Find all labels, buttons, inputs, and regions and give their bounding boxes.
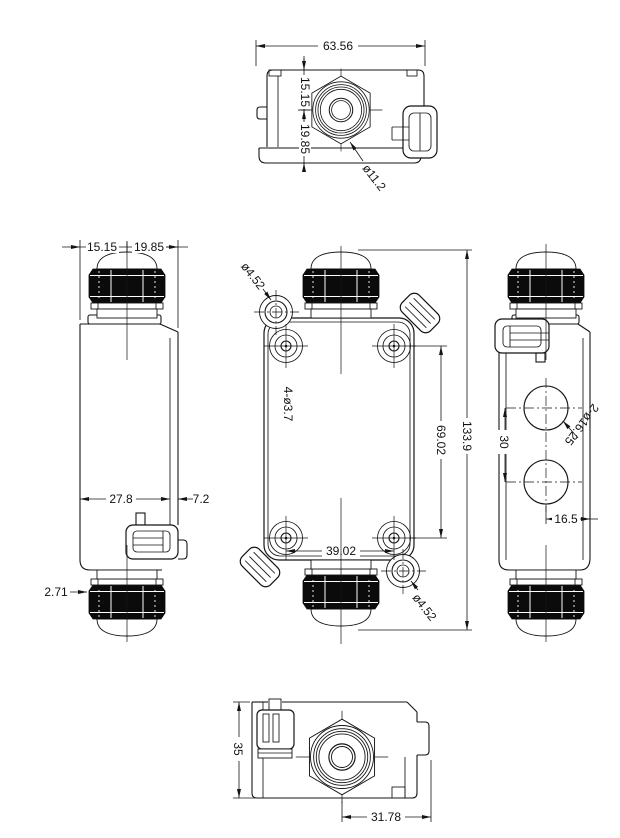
dim-text-left-step: 2.71	[44, 585, 68, 599]
bottom-view-latch	[256, 698, 295, 759]
dim-text-left-offset-b: 19.85	[134, 240, 164, 254]
right-view: 2-ø16.25 30 16.5	[494, 244, 602, 642]
right-view-knockouts	[506, 378, 582, 512]
top-view-body	[256, 69, 425, 164]
dim-left-offsets: 15.15 19.85	[62, 240, 188, 328]
dim-left-flange-step: 2.71	[44, 585, 87, 599]
left-view-latch	[125, 512, 188, 560]
dim-top-cable-bore: ø11.2	[349, 141, 389, 194]
left-view-body	[79, 314, 179, 571]
dim-text-front-ear-top: ø4.52	[238, 260, 268, 293]
left-view: 15.15 19.85 27.8 7.2 2.71	[44, 240, 210, 642]
dim-text-right-offset: 16.5	[554, 512, 578, 526]
top-view: 63.56 15.15 19.85 ø11.2	[255, 39, 438, 194]
dim-text-bottom-depth: 35	[231, 742, 245, 756]
front-view-ear-top	[254, 290, 299, 335]
dim-text-top-offset-b: 19.85	[298, 124, 312, 154]
dim-bottom-overall-depth: 35	[231, 701, 255, 799]
bottom-view: 35 31.78	[231, 698, 432, 824]
dim-text-top-bore: ø11.2	[359, 161, 389, 193]
dim-bottom-gland-offset: 31.78	[341, 760, 432, 824]
right-view-latch	[494, 318, 550, 363]
front-view-body	[263, 317, 415, 561]
dim-text-front-overall-length: 133.9	[460, 421, 474, 451]
dim-text-front-span-v: 69.02	[434, 425, 448, 455]
dim-text-left-body-depth: 27.8	[109, 492, 133, 506]
bottom-view-gland	[295, 710, 389, 804]
dim-front-mount-holes: 4-ø3.7	[281, 387, 295, 422]
dim-text-left-offset-a: 15.15	[87, 240, 117, 254]
dim-top-overall-width: 63.56	[255, 39, 426, 66]
dim-text-top-offset-a: 15.15	[298, 77, 312, 107]
dim-text-bottom-offset: 31.78	[371, 810, 401, 824]
front-view-ear-bottom	[381, 549, 426, 594]
dim-front-ear-bottom: ø4.52	[409, 580, 440, 624]
dim-text-right-span: 30	[497, 435, 511, 449]
dim-front-ear-top: ø4.52	[238, 260, 272, 301]
dim-text-top-width: 63.56	[323, 39, 353, 53]
front-view: ø4.52 4-ø3.7 69.02 133.9	[236, 246, 474, 644]
dim-text-left-lid-depth: 7.2	[193, 492, 210, 506]
dim-front-overall-length: 133.9	[358, 249, 474, 631]
top-view-latch	[391, 105, 438, 159]
dim-text-front-mount-holes: 4-ø3.7	[281, 387, 295, 422]
dim-right-knockout-offset: 16.5	[545, 506, 598, 526]
dim-top-offsets: 15.15 19.85	[298, 56, 312, 172]
dim-text-front-ear-bottom: ø4.52	[409, 591, 439, 624]
dim-right-knockout-span: 30	[497, 408, 511, 482]
dim-left-depths: 27.8 7.2	[80, 492, 210, 506]
dim-front-hole-span-v: 69.02	[412, 345, 448, 539]
